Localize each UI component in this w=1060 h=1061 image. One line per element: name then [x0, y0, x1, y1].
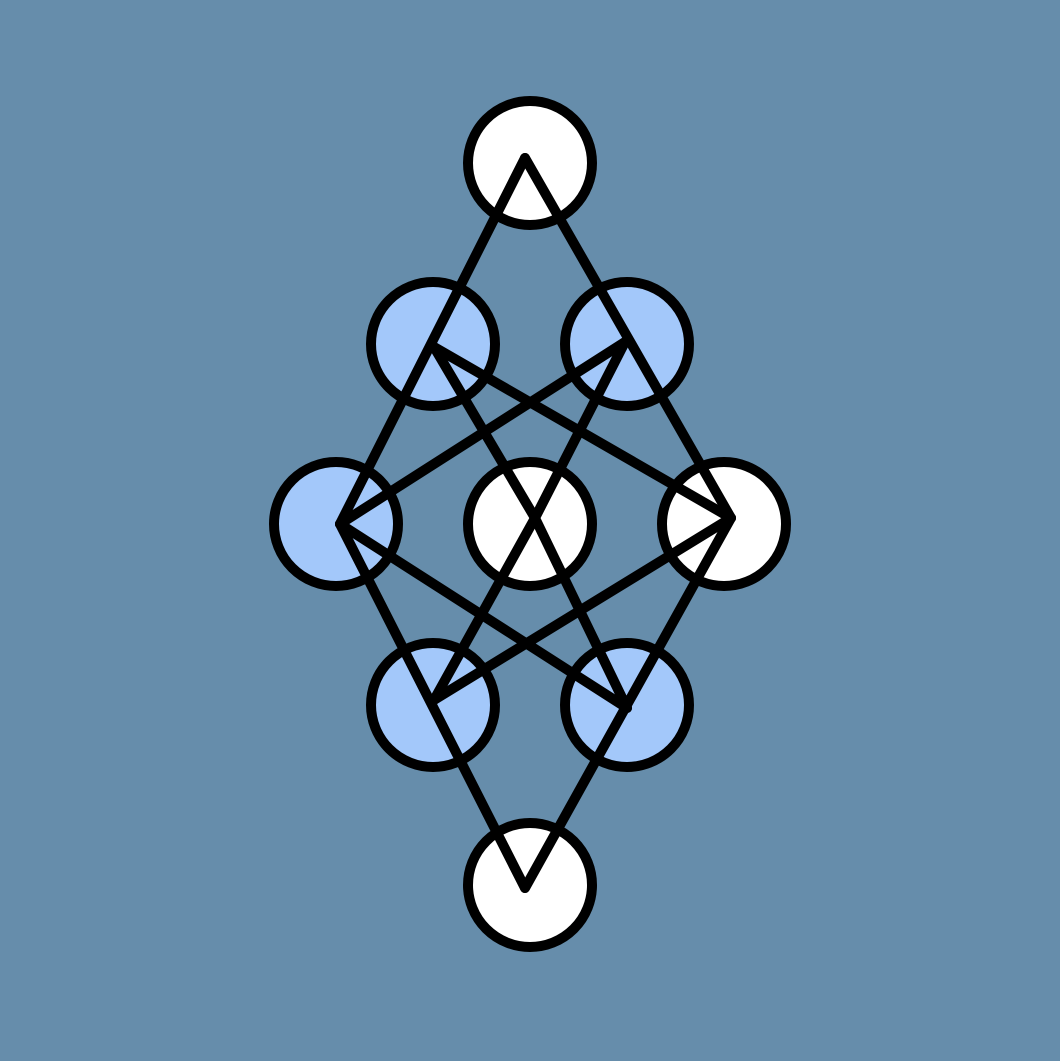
- edge-middle-right-to-lower-left: [429, 513, 736, 705]
- edge-top-to-middle-left: [335, 153, 530, 529]
- edge-middle-center-to-lower-left: [429, 513, 540, 705]
- edge-middle-right-to-bottom: [520, 513, 736, 893]
- edge-middle-left-to-bottom: [335, 519, 530, 893]
- edge-upper-right-to-middle-center: [530, 337, 630, 523]
- nodes-layer: [269, 96, 791, 952]
- edge-upper-right-to-middle-left: [335, 337, 630, 529]
- edges-layer: [335, 153, 736, 893]
